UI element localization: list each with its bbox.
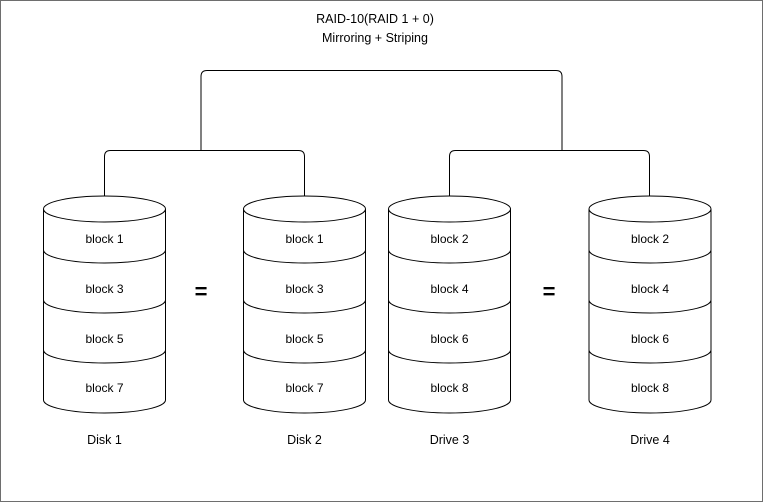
- block-label: block 1: [285, 232, 323, 246]
- cylinder-divider: [243, 349, 366, 364]
- block-label: block 7: [285, 381, 323, 395]
- cylinder-divider: [588, 249, 712, 264]
- cylinder-divider: [243, 249, 366, 264]
- disk-name-label: Drive 3: [430, 433, 470, 447]
- block-label: block 1: [85, 232, 123, 246]
- disk-name-label: Drive 4: [630, 433, 670, 447]
- cylinder-divider: [388, 349, 511, 364]
- cylinder-body: [588, 209, 712, 414]
- top-bracket-connector: [200, 70, 563, 151]
- block-label: block 2: [631, 232, 669, 246]
- cylinder-divider: [43, 349, 166, 364]
- block-label: block 3: [285, 282, 323, 296]
- cylinder-divider: [588, 349, 712, 364]
- block-label: block 8: [631, 381, 669, 395]
- disk-name-label: Disk 1: [87, 433, 122, 447]
- mirror-equals-right: =: [543, 279, 556, 304]
- disk-cylinder-4: block 2 block 4 block 6 block 8 Drive 4: [588, 195, 712, 447]
- block-label: block 4: [430, 282, 468, 296]
- block-label: block 6: [631, 332, 669, 346]
- disk-name-label: Disk 2: [287, 433, 322, 447]
- cylinder-body: [43, 209, 166, 414]
- cylinder-divider: [588, 299, 712, 314]
- cylinder-top: [588, 195, 712, 223]
- block-label: block 4: [631, 282, 669, 296]
- block-label: block 8: [430, 381, 468, 395]
- block-label: block 2: [430, 232, 468, 246]
- cylinder-divider: [43, 249, 166, 264]
- connector-tree: [104, 70, 650, 196]
- cylinder-divider: [43, 299, 166, 314]
- block-label: block 6: [430, 332, 468, 346]
- cylinder-body: [243, 209, 366, 414]
- cylinder-body: [388, 209, 511, 414]
- block-label: block 7: [85, 381, 123, 395]
- disk-cylinder-2: block 1 block 3 block 5 block 7 Disk 2: [243, 195, 366, 447]
- cylinder-divider: [388, 249, 511, 264]
- mirror-equals-left: =: [195, 279, 208, 304]
- block-label: block 5: [285, 332, 323, 346]
- cylinder-top: [43, 195, 166, 223]
- right-pair-bracket-connector: [449, 150, 650, 196]
- cylinder-divider: [243, 299, 366, 314]
- disk-cylinder-1: block 1 block 3 block 5 block 7 Disk 1: [43, 195, 166, 447]
- cylinder-divider: [388, 299, 511, 314]
- disk-cylinder-3: block 2 block 4 block 6 block 8 Drive 3: [388, 195, 511, 447]
- cylinder-top: [243, 195, 366, 223]
- diagram-title: RAID-10(RAID 1 + 0): [316, 12, 434, 26]
- cylinder-top: [388, 195, 511, 223]
- block-label: block 3: [85, 282, 123, 296]
- left-pair-bracket-connector: [104, 150, 305, 196]
- diagram-subtitle: Mirroring + Striping: [322, 31, 428, 45]
- block-label: block 5: [85, 332, 123, 346]
